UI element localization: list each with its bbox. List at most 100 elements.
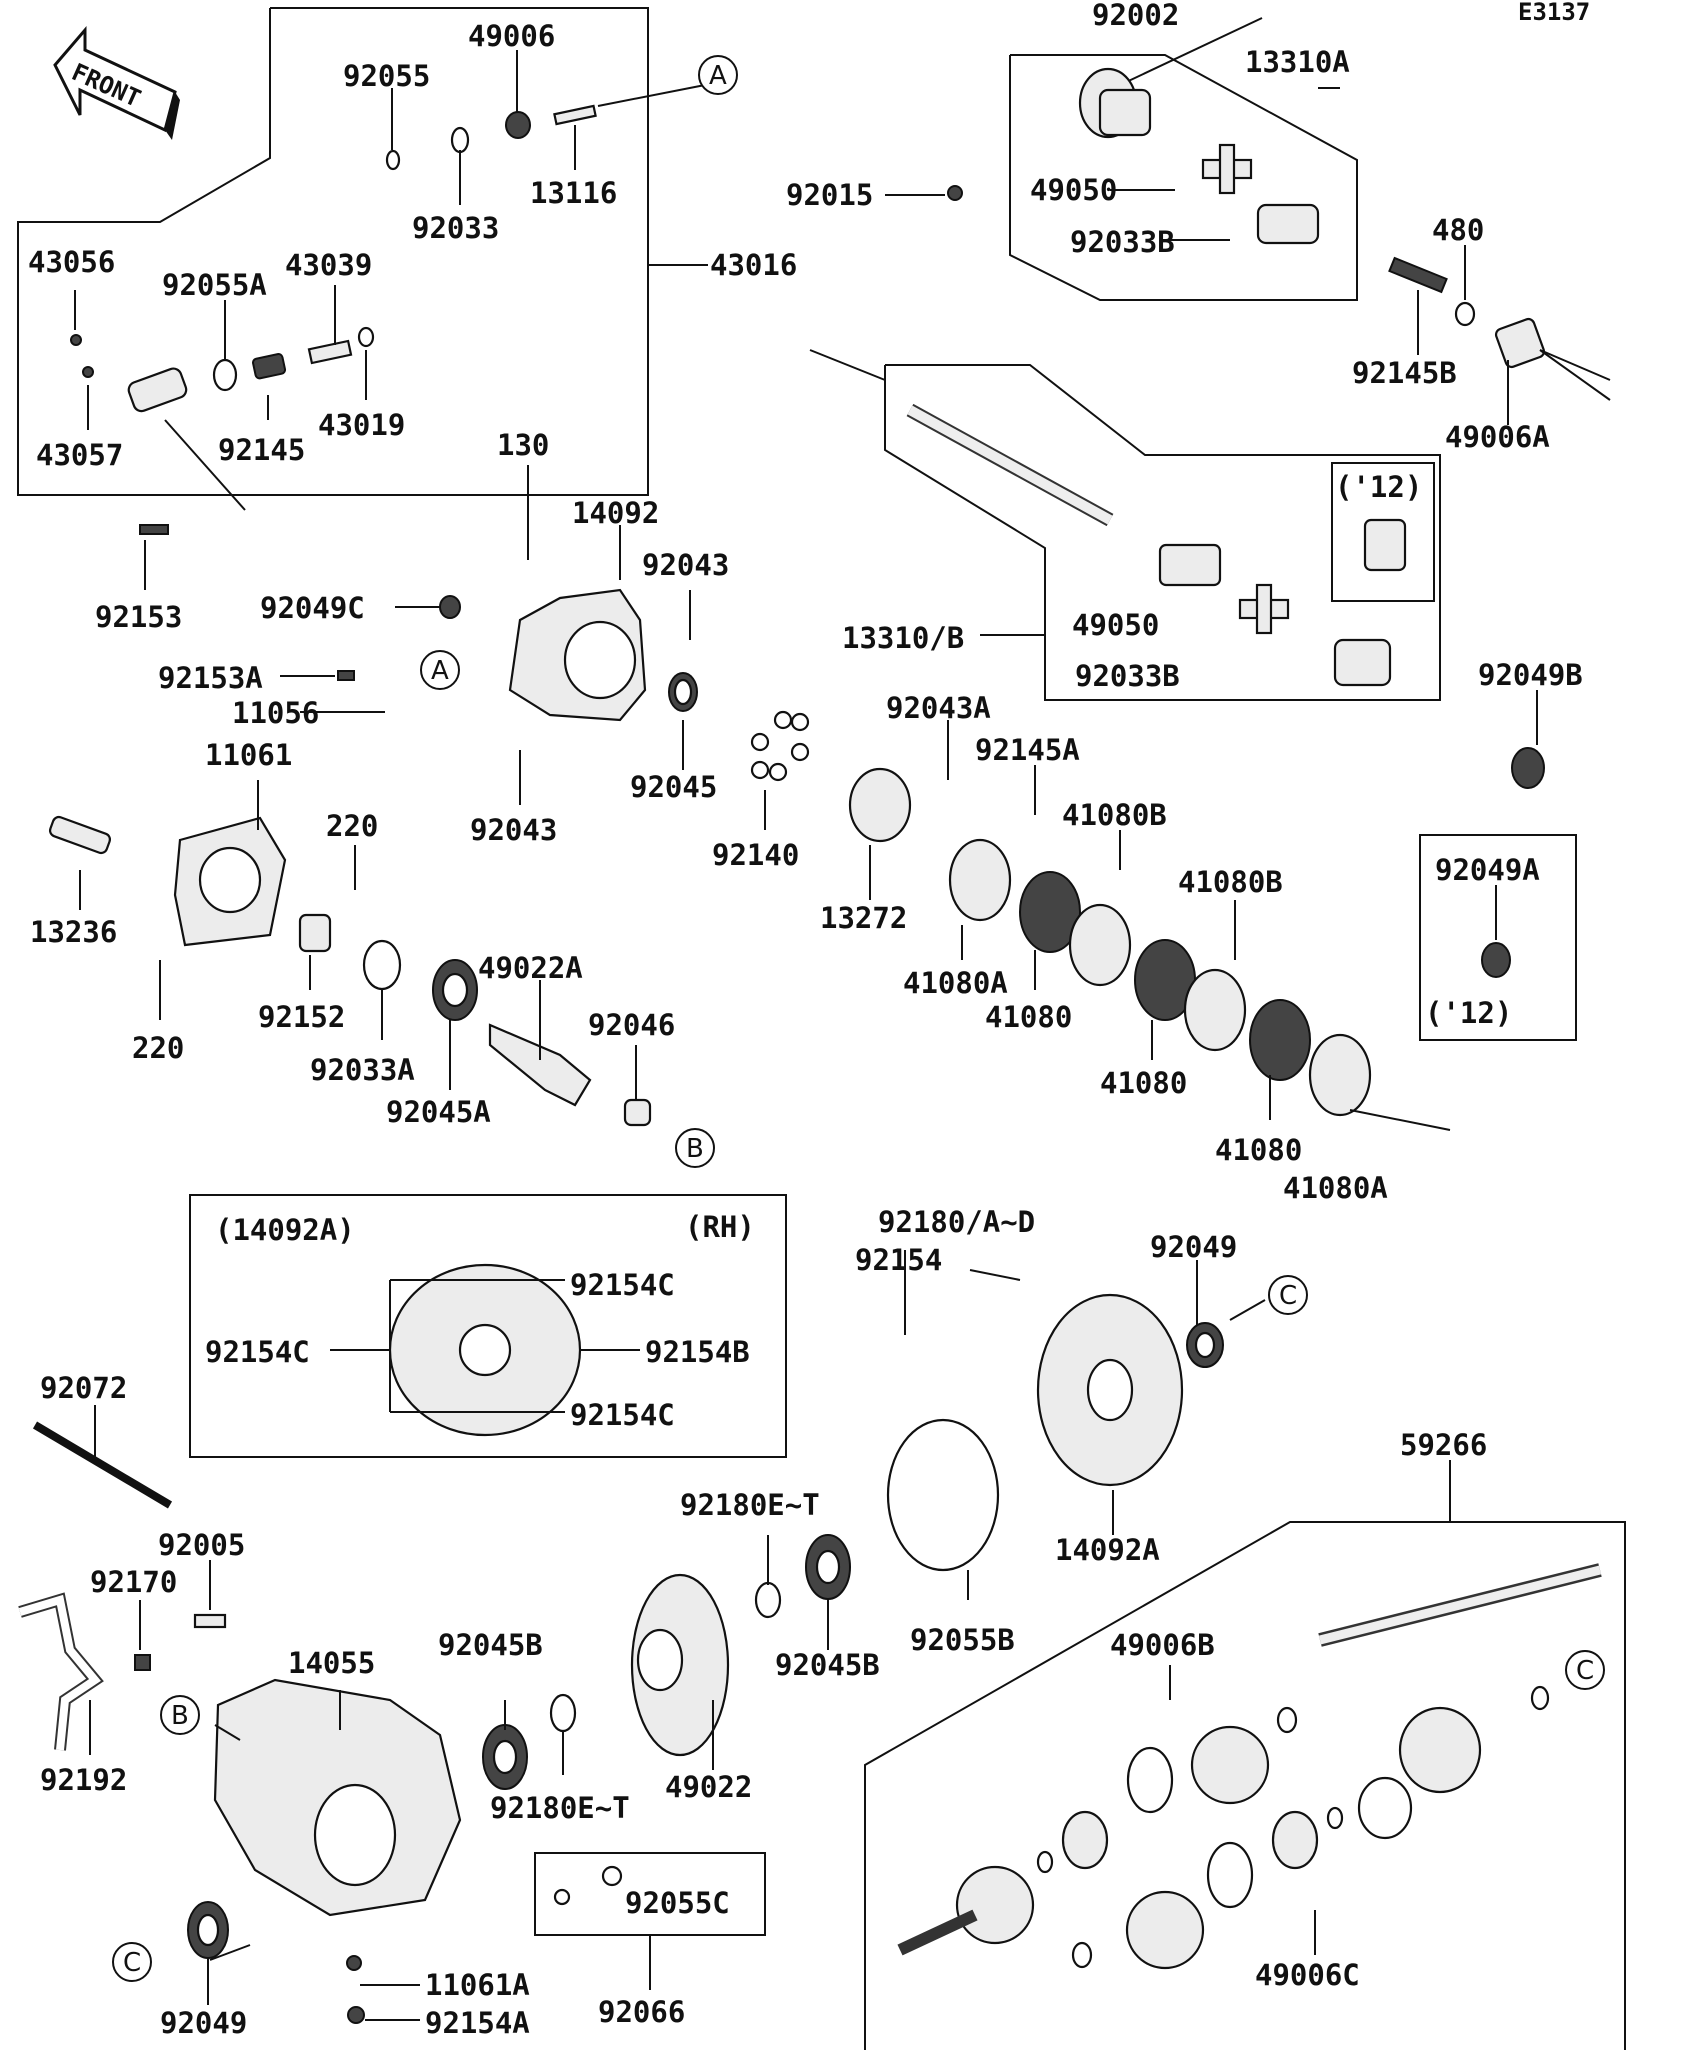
part-label: 480 — [1432, 213, 1484, 247]
inset-rh-side: (RH) — [685, 1210, 755, 1244]
svg-text:C: C — [123, 1948, 141, 1978]
part-label: 11061A — [425, 1968, 530, 2002]
part-label: 92153A — [158, 661, 263, 695]
part-label: 92045B — [775, 1648, 880, 1682]
bracket-lines — [17, 7, 1626, 2050]
part-label: 92015 — [786, 178, 873, 212]
part-label: 92049 — [160, 2006, 247, 2040]
part-label: 92049 — [1150, 1230, 1237, 1264]
part-label: 92152 — [258, 1000, 345, 1034]
part-label: 92055C — [625, 1886, 730, 1920]
svg-text:A: A — [709, 61, 727, 91]
part-label: 41080 — [985, 1000, 1072, 1034]
inset-12-bottom: ('12) — [1425, 996, 1512, 1030]
part-label: 92049A — [1435, 853, 1540, 887]
callout-a-mid: A — [420, 650, 460, 690]
part-label: 41080B — [1178, 865, 1283, 899]
part-label: 43057 — [36, 438, 123, 472]
svg-text:B: B — [686, 1134, 704, 1164]
part-label: 130 — [497, 428, 549, 462]
part-label: 13310A — [1245, 45, 1350, 79]
part-label: 11056 — [232, 696, 319, 730]
part-label: 92033B — [1075, 659, 1180, 693]
part-label: 92049C — [260, 591, 365, 625]
callout-a-top: A — [698, 55, 738, 95]
part-label: 92002 — [1092, 0, 1179, 32]
part-label: 92180E~T — [680, 1488, 820, 1522]
part-label: 92005 — [158, 1528, 245, 1562]
part-label: 49006A — [1445, 420, 1550, 454]
part-label: 11061 — [205, 738, 292, 772]
part-label: 92140 — [712, 838, 799, 872]
part-label: 92192 — [40, 1763, 127, 1797]
part-label: 41080A — [1283, 1171, 1388, 1205]
callout-b-mid: B — [675, 1128, 715, 1168]
part-label: 43056 — [28, 245, 115, 279]
part-label: 92170 — [90, 1565, 177, 1599]
part-label: 92049B — [1478, 658, 1583, 692]
part-label: 13272 — [820, 901, 907, 935]
part-label: 92043 — [470, 813, 557, 847]
svg-text:C: C — [1576, 1656, 1594, 1686]
part-label: 92055B — [910, 1623, 1015, 1657]
callout-c-bottom: C — [112, 1942, 152, 1982]
part-label: 49006B — [1110, 1628, 1215, 1662]
inset-rh-part: (14092A) — [215, 1213, 355, 1247]
part-label: 92045 — [630, 770, 717, 804]
part-label: 59266 — [1400, 1428, 1487, 1462]
part-label: 49006 — [468, 19, 555, 53]
part-label: 14055 — [288, 1646, 375, 1680]
part-label: 92033 — [412, 211, 499, 245]
callout-b-bottom: B — [160, 1695, 200, 1735]
diagram-code: E3137 — [1518, 0, 1590, 26]
part-label: 92154C — [205, 1335, 310, 1369]
part-label: 49050 — [1030, 173, 1117, 207]
part-label: 92045B — [438, 1628, 543, 1662]
part-label: 92043A — [886, 691, 991, 725]
callout-c-axle: C — [1565, 1650, 1605, 1690]
part-label: 41080 — [1215, 1133, 1302, 1167]
part-label: 92072 — [40, 1371, 127, 1405]
part-label: 92154B — [645, 1335, 750, 1369]
part-label: 13116 — [530, 176, 617, 210]
part-label: 14092A — [1055, 1533, 1160, 1567]
part-label: 49006C — [1255, 1958, 1360, 1992]
part-labels: 92002 13310A 92015 49050 92033B 480 9214… — [28, 0, 1583, 2040]
part-label: 92154A — [425, 2006, 530, 2040]
leader-lines — [74, 50, 1611, 2021]
part-label: 92154C — [570, 1398, 675, 1432]
part-label: 92180/A~D — [878, 1205, 1035, 1239]
part-label: 92145B — [1352, 356, 1457, 390]
part-label: 92145 — [218, 433, 305, 467]
part-label: 43019 — [318, 408, 405, 442]
part-label: 92043 — [642, 548, 729, 582]
part-label: 92055 — [343, 59, 430, 93]
part-label: 14092 — [572, 496, 659, 530]
part-label: 92180E~T — [490, 1791, 630, 1825]
part-label: 43016 — [710, 248, 797, 282]
part-label: 49050 — [1072, 608, 1159, 642]
part-label: 13236 — [30, 915, 117, 949]
part-label: 92066 — [598, 1995, 685, 2029]
part-label: 92045A — [386, 1095, 491, 1129]
part-label: 92145A — [975, 733, 1080, 767]
part-label: 92046 — [588, 1008, 675, 1042]
callout-c-right: C — [1268, 1275, 1308, 1315]
part-label: 220 — [132, 1031, 184, 1065]
parts-artwork — [18, 17, 1602, 2024]
part-label: 92055A — [162, 268, 267, 302]
part-label: 49022A — [478, 951, 583, 985]
front-arrow-icon: FRONT — [53, 25, 180, 140]
inset-12-top: ('12) — [1335, 470, 1422, 504]
part-label: 92033B — [1070, 225, 1175, 259]
svg-text:B: B — [171, 1701, 189, 1731]
part-label: 220 — [326, 809, 378, 843]
part-label: 92154C — [570, 1268, 675, 1302]
svg-text:A: A — [431, 656, 449, 686]
part-label: 13310/B — [842, 621, 964, 655]
part-label: 92153 — [95, 600, 182, 634]
svg-text:C: C — [1279, 1281, 1297, 1311]
part-label: 43039 — [285, 248, 372, 282]
part-label: 41080 — [1100, 1066, 1187, 1100]
